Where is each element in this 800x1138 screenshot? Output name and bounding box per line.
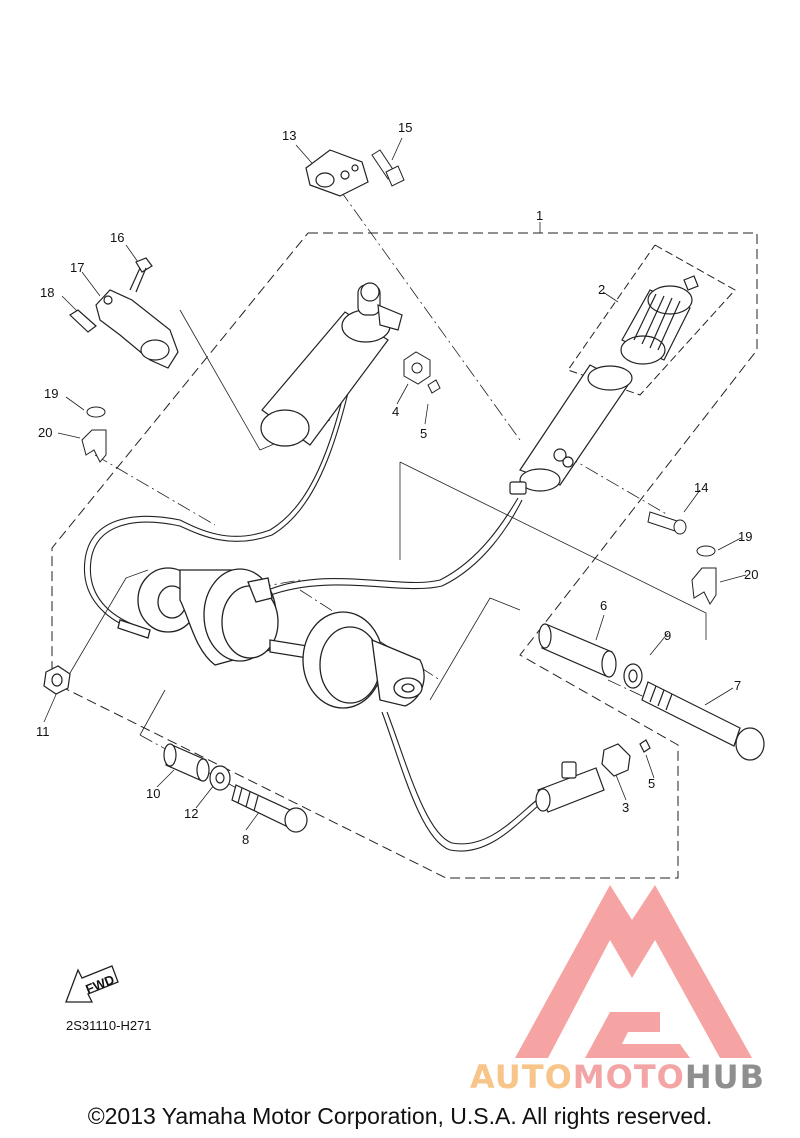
callout-6: 6 (600, 598, 607, 613)
nut-11 (43, 665, 71, 695)
callout-14: 14 (694, 480, 708, 495)
watermark-auto: AUTO (470, 1058, 573, 1096)
callout-11: 11 (36, 724, 50, 739)
washer-12 (209, 765, 231, 791)
callout-19-left: 19 (44, 386, 58, 401)
collar-10 (163, 743, 210, 782)
assembly-boundary (51, 232, 758, 879)
callout-7: 7 (734, 678, 741, 693)
routing-lines (59, 309, 707, 736)
callout-4: 4 (392, 404, 399, 419)
bolt-8 (231, 784, 308, 833)
diagram-code: 2S31110-H271 (66, 1018, 152, 1033)
clip-left (81, 406, 107, 463)
remote-adjuster-body (509, 364, 633, 495)
lock-nut-4 (403, 351, 441, 394)
callout-19-right: 19 (738, 529, 752, 544)
callout-5-upper: 5 (420, 426, 427, 441)
callout-20-right: 20 (744, 567, 758, 582)
reservoir-canister (260, 282, 403, 447)
callout-13: 13 (282, 128, 296, 143)
watermark-logo-mark (515, 885, 752, 1058)
subassembly-boundary (567, 244, 736, 396)
callout-8: 8 (242, 832, 249, 847)
washer-9 (623, 663, 643, 689)
adjuster-knob (620, 275, 699, 365)
clip-right (691, 545, 717, 605)
callout-20-left: 20 (38, 425, 52, 440)
callout-9: 9 (664, 628, 671, 643)
callout-18: 18 (40, 285, 54, 300)
shock-absorber (117, 567, 425, 709)
watermark-text: AUTOMOTOHUB (470, 1058, 765, 1096)
callout-3: 3 (622, 800, 629, 815)
watermark-moto: MOTO (572, 1058, 685, 1096)
lower-adjuster (535, 739, 651, 813)
leader-lines (43, 137, 747, 831)
callout-1: 1 (536, 208, 543, 223)
preload-hose (83, 317, 361, 629)
bolt-7 (641, 681, 765, 761)
callout-15: 15 (398, 120, 412, 135)
bolt-14 (647, 511, 687, 535)
callout-12: 12 (184, 806, 198, 821)
collar-6 (538, 623, 617, 678)
bolt-15 (371, 149, 405, 187)
callout-2: 2 (598, 282, 605, 297)
callout-10: 10 (146, 786, 160, 801)
clamp-bracket (305, 149, 369, 197)
copyright-notice: ©2013 Yamaha Motor Corporation, U.S.A. A… (87, 1103, 713, 1129)
callout-16: 16 (110, 230, 124, 245)
watermark-hub: HUB (684, 1058, 766, 1096)
hose-bracket (69, 257, 179, 369)
fwd-arrow-icon (65, 965, 119, 1003)
callout-17: 17 (70, 260, 84, 275)
callout-5-lower: 5 (648, 776, 655, 791)
